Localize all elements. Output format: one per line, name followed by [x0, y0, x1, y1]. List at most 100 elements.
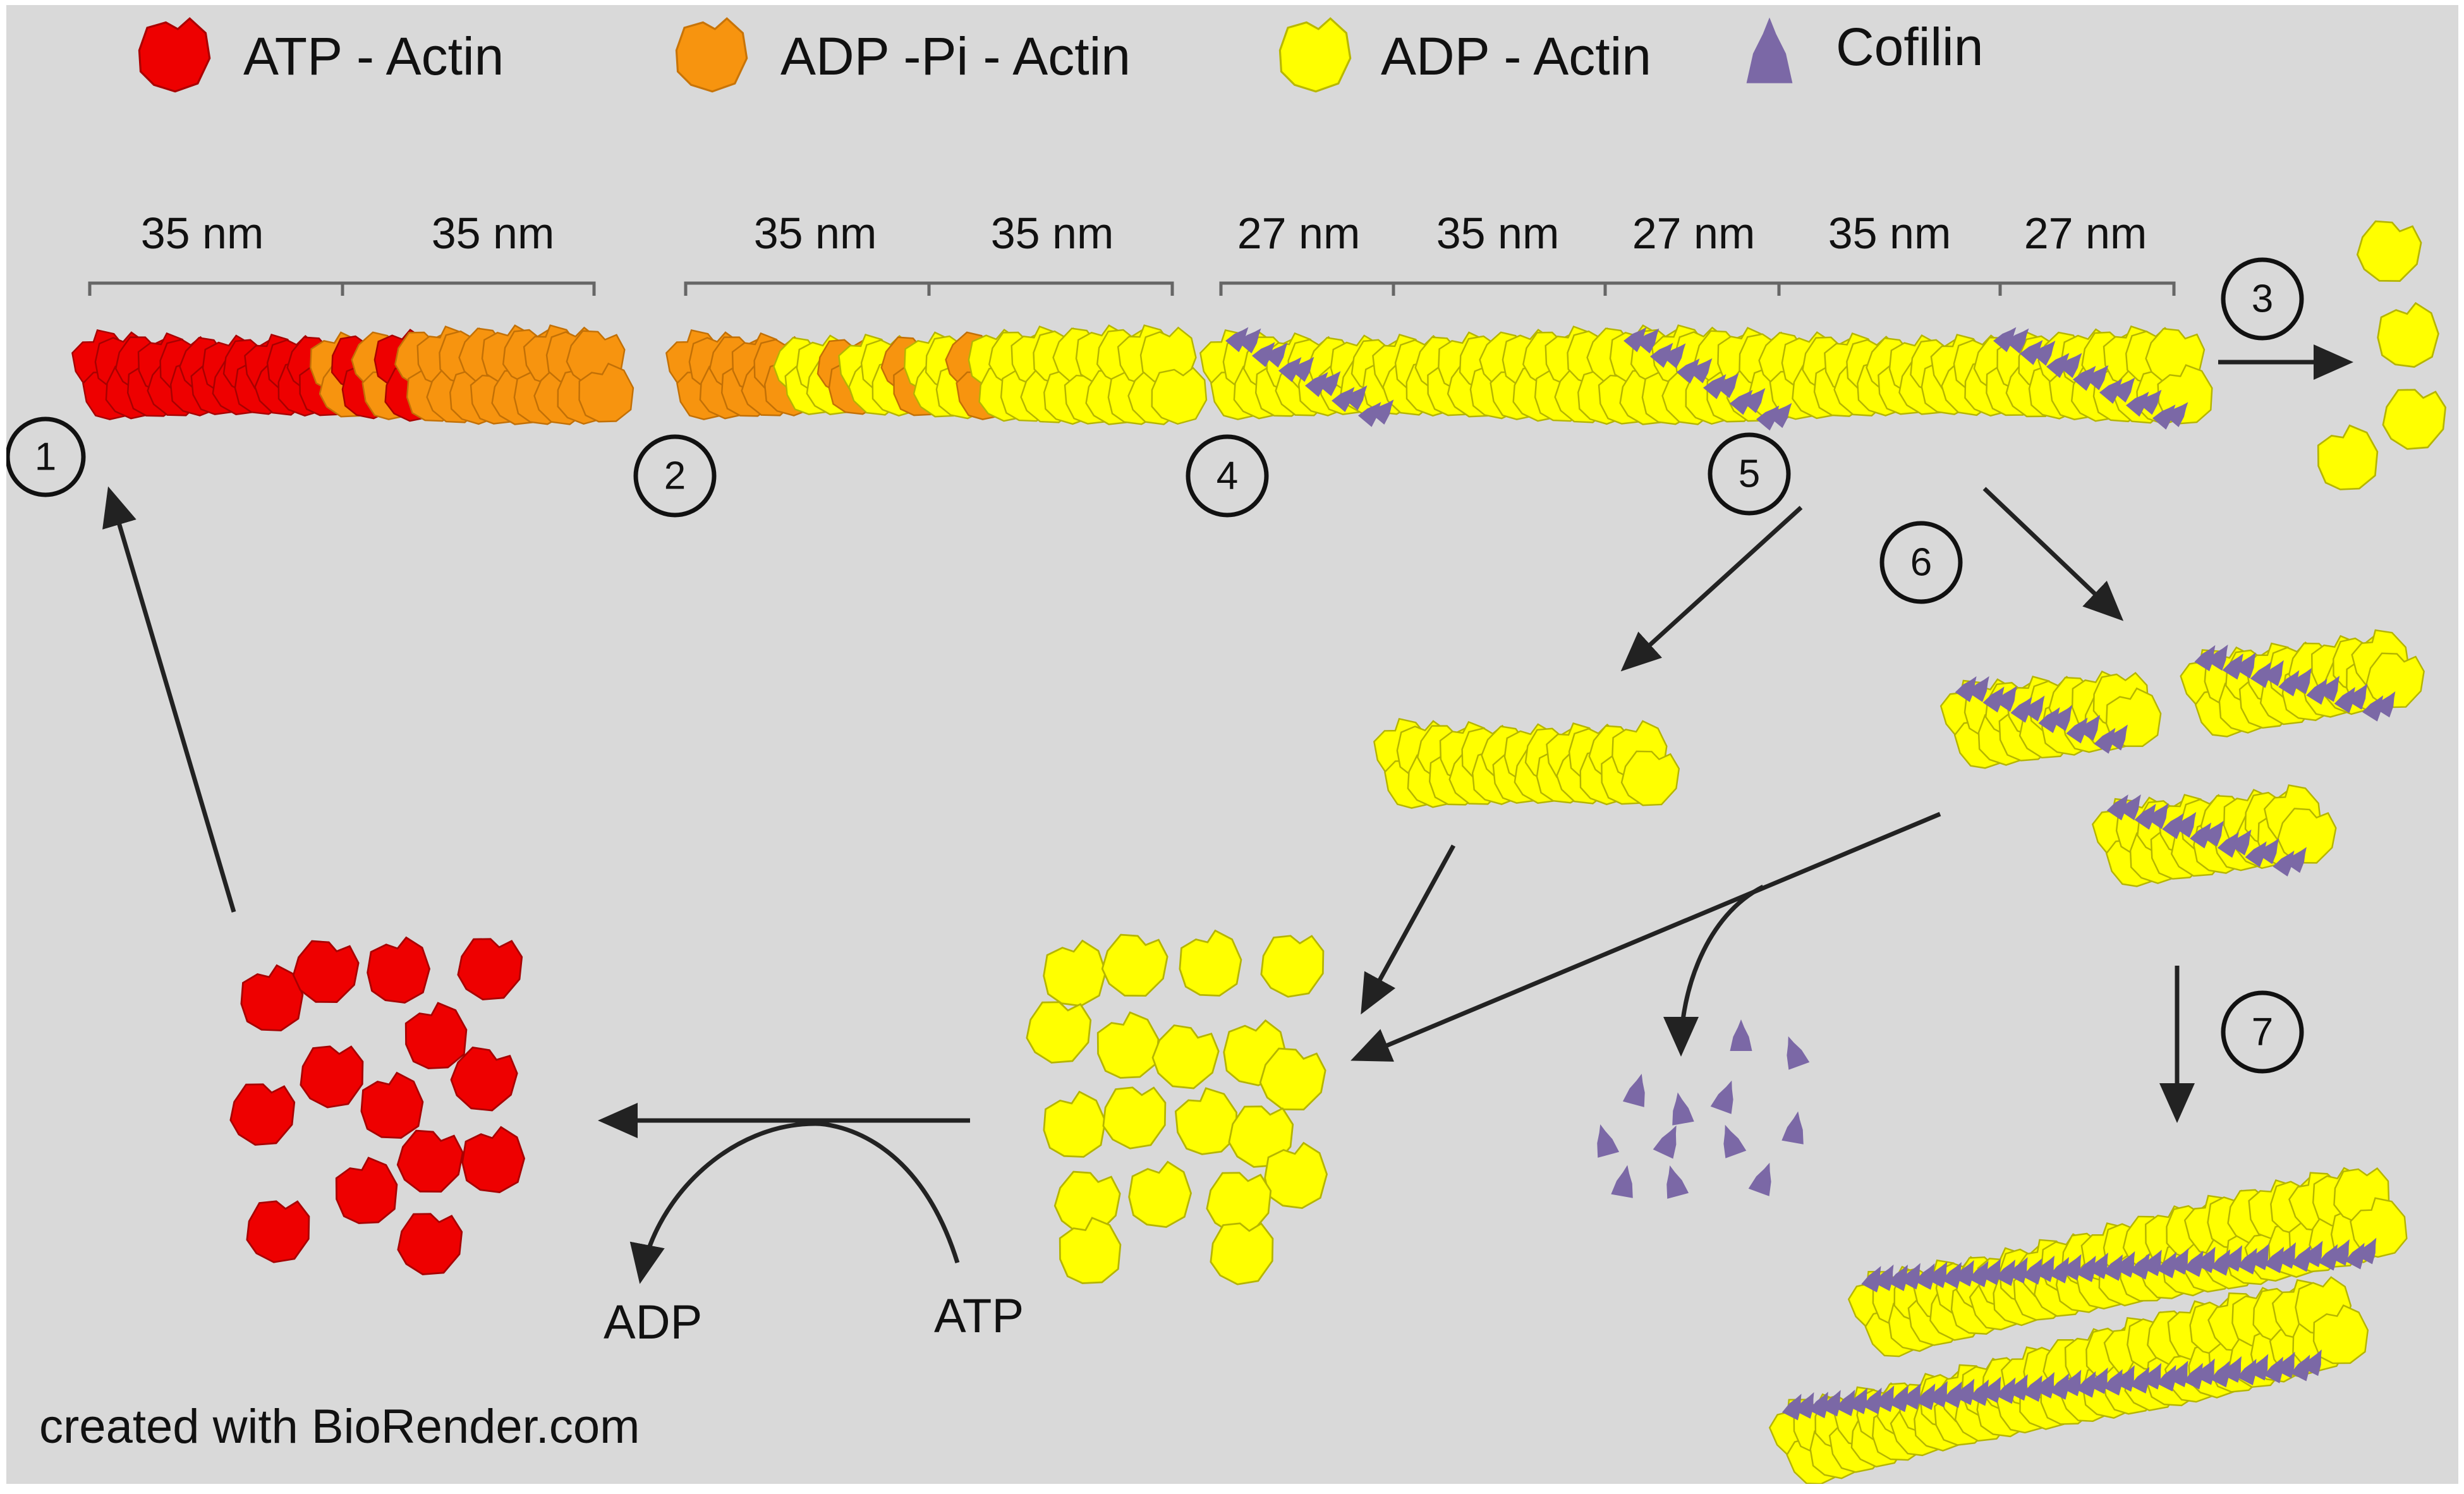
- step-marker-2: 2: [633, 434, 717, 518]
- actin-monomer-icon: [138, 17, 211, 93]
- filament-4: [1190, 317, 2223, 435]
- arrows: [102, 344, 2353, 1284]
- cofilin-icon: [1714, 1120, 1747, 1158]
- actin-monomer-icon: [456, 1123, 530, 1199]
- decorated-fragment: [1931, 665, 2170, 780]
- cofilin-icon: [1589, 1121, 1620, 1158]
- actin-monomer-icon: [391, 1203, 470, 1284]
- actin-monomer-icon: [451, 928, 530, 1009]
- nucleated-network: [1759, 1162, 2419, 1484]
- dimension-label: 35 nm: [141, 209, 264, 258]
- dimension-brackets-2: 35 nm 35 nm: [684, 209, 1174, 296]
- severing-arrow: [1620, 506, 1803, 672]
- disassembly-arrow: [1350, 811, 1941, 1062]
- legend-item-adp-actin: ADP - Actin: [1278, 17, 1651, 93]
- legend-label: Cofilin: [1836, 17, 1983, 76]
- svg-text:7: 7: [2252, 1011, 2273, 1054]
- actin-monomer-icon: [1172, 925, 1250, 1005]
- decorated-fragment: [2170, 621, 2432, 749]
- cofilin-icon: [1748, 1158, 1780, 1196]
- dimension-label: 27 nm: [1632, 209, 1756, 258]
- actin-monomer-icon: [2308, 418, 2388, 501]
- svg-text:1: 1: [35, 435, 56, 479]
- cofilin-release-arrow: [1663, 884, 1764, 1057]
- actin-monomer-icon: [224, 1074, 302, 1154]
- actin-monomer-icon: [1038, 937, 1112, 1012]
- dimension-brackets-1: 35 nm 35 nm: [88, 209, 596, 296]
- cofilin-icon: [1653, 1120, 1687, 1159]
- dimension-label: 35 nm: [1436, 209, 1560, 258]
- atp-label: ATP: [934, 1289, 1024, 1343]
- cofilin-icon: [1746, 17, 1793, 83]
- actin-monomer-icon: [675, 17, 748, 93]
- actin-monomer-icon: [1123, 1158, 1197, 1234]
- legend-label: ATP - Actin: [243, 27, 504, 86]
- released-cofilin: [1589, 1019, 1810, 1199]
- severed-fragment: [1364, 710, 1687, 819]
- legend-item-cofilin: Cofilin: [1746, 17, 1983, 83]
- dimension-label: 35 nm: [754, 209, 877, 258]
- nucleotide-exchange-arc: [629, 1121, 960, 1284]
- step-markers: 1 2 3 4 5 6 7: [6, 257, 2304, 1074]
- legend-label: ADP -Pi - Actin: [780, 27, 1131, 86]
- filament-1: [62, 317, 643, 435]
- cofilin-icon: [1710, 1076, 1742, 1114]
- atp-actin-pool: [224, 928, 530, 1284]
- actin-monomer-icon: [326, 1151, 408, 1234]
- actin-monomer-icon: [1278, 17, 1352, 93]
- legend: ATP - Actin ADP -Pi - Actin ADP - Actin …: [138, 17, 1983, 93]
- svg-text:3: 3: [2252, 277, 2273, 321]
- actin-monomer-icon: [1098, 1079, 1172, 1155]
- diagram-panel: ATP - Actin ADP -Pi - Actin ADP - Actin …: [6, 5, 2458, 1484]
- polymerization-arrow: [102, 486, 236, 913]
- legend-item-atp-actin: ATP - Actin: [138, 17, 504, 93]
- dimension-label: 35 nm: [432, 209, 555, 258]
- legend-item-adp-pi-actin: ADP -Pi - Actin: [675, 17, 1131, 93]
- dimension-label: 27 nm: [2024, 209, 2147, 258]
- dimension-label: 35 nm: [991, 209, 1114, 258]
- step-marker-3: 3: [2221, 257, 2304, 341]
- decorated-fragment: [2082, 776, 2344, 898]
- actin-monomer-icon: [241, 1193, 316, 1268]
- actin-monomer-icon: [2372, 299, 2444, 373]
- cofilin-icon: [1778, 1032, 1810, 1070]
- released-monomers: [2308, 210, 2453, 501]
- cofilin-icon: [1730, 1019, 1752, 1051]
- cofilin-icon: [1666, 1090, 1694, 1126]
- actin-monomer-icon: [1036, 1086, 1114, 1166]
- dimension-label: 35 nm: [1828, 209, 1951, 258]
- step-marker-6: 6: [1879, 521, 1963, 604]
- svg-text:5: 5: [1739, 452, 1760, 496]
- adp-actin-pool: [1020, 923, 1334, 1294]
- actin-monomer-icon: [2350, 210, 2430, 292]
- actin-cofilin-diagram: ATP - Actin ADP -Pi - Actin ADP - Actin …: [6, 17, 2453, 1484]
- severing-arrow: [1982, 487, 2124, 621]
- cofilin-icon: [1659, 1162, 1689, 1199]
- actin-monomer-icon: [1143, 1014, 1229, 1100]
- actin-monomer-icon: [1256, 927, 1330, 1003]
- cofilin-icon: [1622, 1071, 1653, 1107]
- svg-text:4: 4: [1217, 454, 1238, 498]
- dimension-brackets-4: 27 nm 35 nm 27 nm 35 nm 27 nm: [1219, 209, 2176, 296]
- step-marker-4: 4: [1186, 434, 1269, 518]
- disassembly-arrow: [1361, 844, 1456, 1015]
- actin-monomer-icon: [1205, 1215, 1280, 1291]
- actin-monomer-icon: [295, 1038, 370, 1114]
- svg-text:6: 6: [1910, 541, 1932, 585]
- filament-layer: [62, 210, 2453, 1484]
- actin-monomer-icon: [2376, 379, 2453, 458]
- actin-monomer-icon: [1020, 992, 1098, 1072]
- cofilin-icon: [1781, 1109, 1809, 1145]
- svg-text:2: 2: [664, 454, 686, 498]
- step-marker-1: 1: [6, 416, 86, 497]
- actin-monomer-icon: [1050, 1211, 1132, 1294]
- dimension-label: 27 nm: [1237, 209, 1361, 258]
- actin-monomer-icon: [361, 933, 435, 1009]
- credit: created with BioRender.com: [39, 1400, 640, 1454]
- adp-label: ADP: [604, 1296, 702, 1349]
- step-marker-7: 7: [2221, 990, 2304, 1074]
- actin-monomer-icon: [1094, 923, 1176, 1007]
- step-marker-5: 5: [1708, 432, 1791, 516]
- filament-2: [656, 317, 1210, 435]
- cofilin-icon: [1611, 1163, 1639, 1198]
